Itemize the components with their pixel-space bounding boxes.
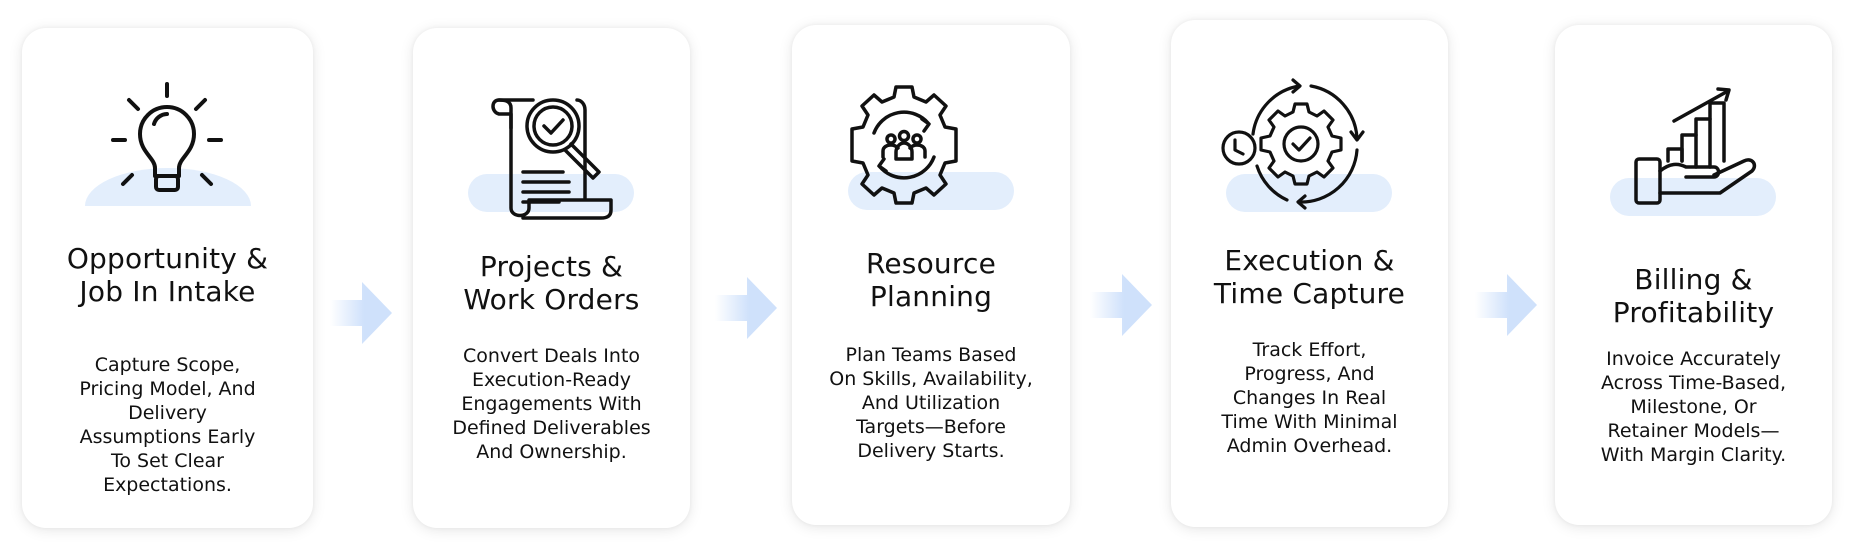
step-icon-area [22,28,313,228]
step-title: Billing & Profitability [1612,263,1775,329]
step-card-resource-planning: Resource Planning Plan Teams Based On Sk… [792,25,1070,525]
step-title: Opportunity & Job In Intake [66,242,269,308]
step-description: Capture Scope, Pricing Model, And Delive… [79,354,256,496]
step-card-execution-time-capture: Execution & Time Capture Track Effort, P… [1171,20,1448,527]
lightbulb-icon [111,82,223,192]
step-title: Resource Planning [865,247,996,313]
right-arrow-icon [715,277,777,339]
step-description: Convert Deals Into Execution-Ready Engag… [452,345,651,463]
hand-growth-chart-icon [1634,87,1757,205]
step-description: Invoice Accurately Across Time-Based, Mi… [1600,348,1787,466]
step-description: Track Effort, Progress, And Changes In R… [1221,339,1398,457]
step-card-opportunity-intake: Opportunity & Job In Intake Capture Scop… [22,28,313,528]
right-arrow-icon [330,282,392,344]
step-icon-area [1555,25,1832,225]
step-icon-area [792,25,1070,225]
right-arrow-icon [1090,274,1152,336]
step-title: Projects & Work Orders [463,250,640,316]
step-title: Execution & Time Capture [1213,244,1406,310]
document-magnifier-check-icon [491,98,613,220]
gear-team-cycle-icon [850,85,958,205]
step-card-projects-work-orders: Projects & Work Orders Convert Deals Int… [413,28,690,528]
step-description: Plan Teams Based On Skills, Availability… [829,344,1033,462]
step-card-billing-profitability: Billing & Profitability Invoice Accurate… [1555,25,1832,525]
step-icon-area [413,28,690,228]
gear-check-clock-cycle-icon [1221,78,1365,210]
step-icon-area [1171,20,1448,220]
right-arrow-icon [1475,274,1537,336]
